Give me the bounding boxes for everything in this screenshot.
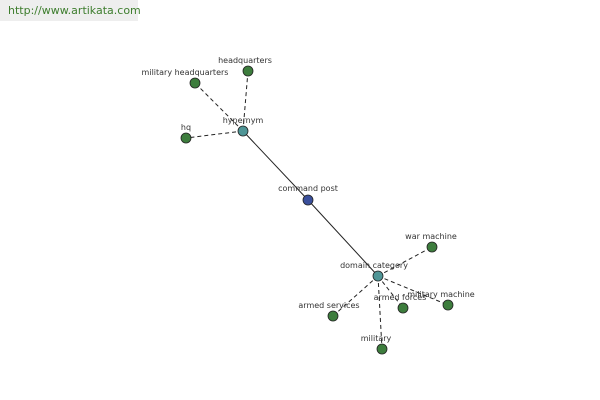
node-label-armed-services[interactable]: armed services [298,301,359,310]
node-domain-category[interactable] [372,270,384,282]
node-armed-services[interactable] [327,310,339,322]
node-label-military[interactable]: military [361,334,392,343]
edge-domain-category-to-military-machine [377,275,449,306]
node-label-war-machine[interactable]: war machine [405,232,457,241]
edge-hypernym-to-headquarters [242,70,249,132]
node-label-command-post[interactable]: command post [278,184,338,193]
node-label-military-headquarters[interactable]: military headquarters [142,68,229,77]
node-label-hq[interactable]: hq [181,123,191,132]
node-headquarters[interactable] [242,65,254,77]
node-label-hypernym[interactable]: hypernym [223,116,264,125]
node-label-military-machine[interactable]: military machine [407,290,475,299]
edge-domain-category-to-war-machine [377,246,433,277]
node-war-machine[interactable] [426,241,438,253]
source-link[interactable]: http://www.artikata.com [0,0,141,21]
node-armed-forces[interactable] [397,302,409,314]
edge-domain-category-to-armed-forces [377,275,404,309]
node-label-headquarters[interactable]: headquarters [218,56,272,65]
edge-hypernym-to-hq [185,130,244,139]
edge-domain-category-to-military [377,275,383,350]
node-military[interactable] [376,343,388,355]
edge-command-post-to-domain-category [307,199,379,277]
node-hq[interactable] [180,132,192,144]
node-command-post[interactable] [302,194,314,206]
node-label-domain-category[interactable]: domain category [340,261,408,270]
node-hypernym[interactable] [237,125,249,137]
edge-domain-category-to-armed-services [332,275,379,317]
edge-hypernym-to-military-headquarters [194,82,244,132]
nodes-layer [180,65,454,355]
node-military-headquarters[interactable] [189,77,201,89]
edges-layer [185,70,449,350]
node-label-armed-forces[interactable]: armed forces [374,293,427,302]
edge-command-post-to-hypernym [242,130,309,201]
node-military-machine[interactable] [442,299,454,311]
labels-layer: command post hypernym domain category headq… [142,56,475,343]
